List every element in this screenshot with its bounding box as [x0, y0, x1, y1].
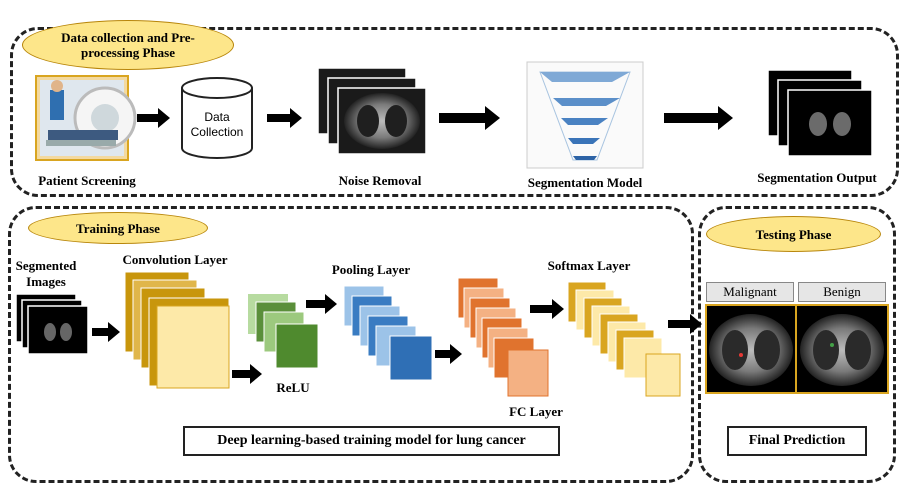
arrow-icon	[267, 108, 302, 128]
arrow-icon	[530, 299, 564, 319]
training-phase-label: Training Phase	[28, 212, 208, 244]
segmentation-output-images	[767, 69, 873, 157]
arrow-icon	[137, 108, 170, 128]
preprocessing-phase-label: Data collection and Pre-processing Phase	[22, 20, 234, 70]
relu-stack	[248, 294, 319, 369]
segmented-images-stack	[15, 293, 89, 355]
segmented-images-label: Segmented Images	[15, 258, 77, 289]
segmentation-output-label: Segmentation Output	[757, 170, 877, 185]
noise-removal-images	[317, 67, 427, 155]
top-row-arrows	[137, 106, 733, 130]
training-arrows	[92, 294, 702, 384]
training-caption: Deep learning-based training model for l…	[183, 426, 560, 456]
arrow-icon	[435, 344, 462, 364]
softmax-layer-stack	[567, 281, 681, 397]
pooling-layer-label: Pooling Layer	[331, 262, 411, 277]
softmax-layer-label: Softmax Layer	[547, 258, 631, 273]
arrow-icon	[439, 106, 500, 130]
segmentation-model-funnel	[526, 61, 644, 169]
arrow-icon	[232, 364, 262, 384]
fc-layer-stack	[457, 277, 549, 397]
patient-screening-label: Patient Screening	[38, 173, 136, 188]
training-panel	[8, 206, 694, 483]
benign-label: Benign	[798, 282, 886, 302]
final-prediction-label: Final Prediction	[727, 426, 867, 456]
patient-screening-image	[35, 75, 137, 161]
arrow-icon	[92, 322, 120, 342]
testing-phase-label: Testing Phase	[706, 216, 881, 252]
noise-removal-label: Noise Removal	[338, 173, 422, 188]
arrow-icon	[668, 314, 702, 334]
arrow-icon	[664, 106, 733, 130]
fc-layer-label: FC Layer	[509, 404, 563, 419]
test-ct-images	[705, 304, 889, 394]
convolution-layer-label: Convolution Layer	[122, 252, 228, 267]
data-collection-label: Data Collection	[190, 110, 244, 139]
malignant-label: Malignant	[706, 282, 794, 302]
convolution-layer-stack	[124, 271, 230, 389]
arrow-icon	[306, 294, 337, 314]
database-cylinder-icon	[181, 77, 253, 159]
testing-panel	[698, 206, 896, 483]
relu-label: ReLU	[276, 380, 310, 395]
preprocessing-panel	[10, 27, 899, 197]
segmentation-model-label: Segmentation Model	[527, 175, 643, 190]
pooling-layer-stack	[343, 285, 433, 381]
